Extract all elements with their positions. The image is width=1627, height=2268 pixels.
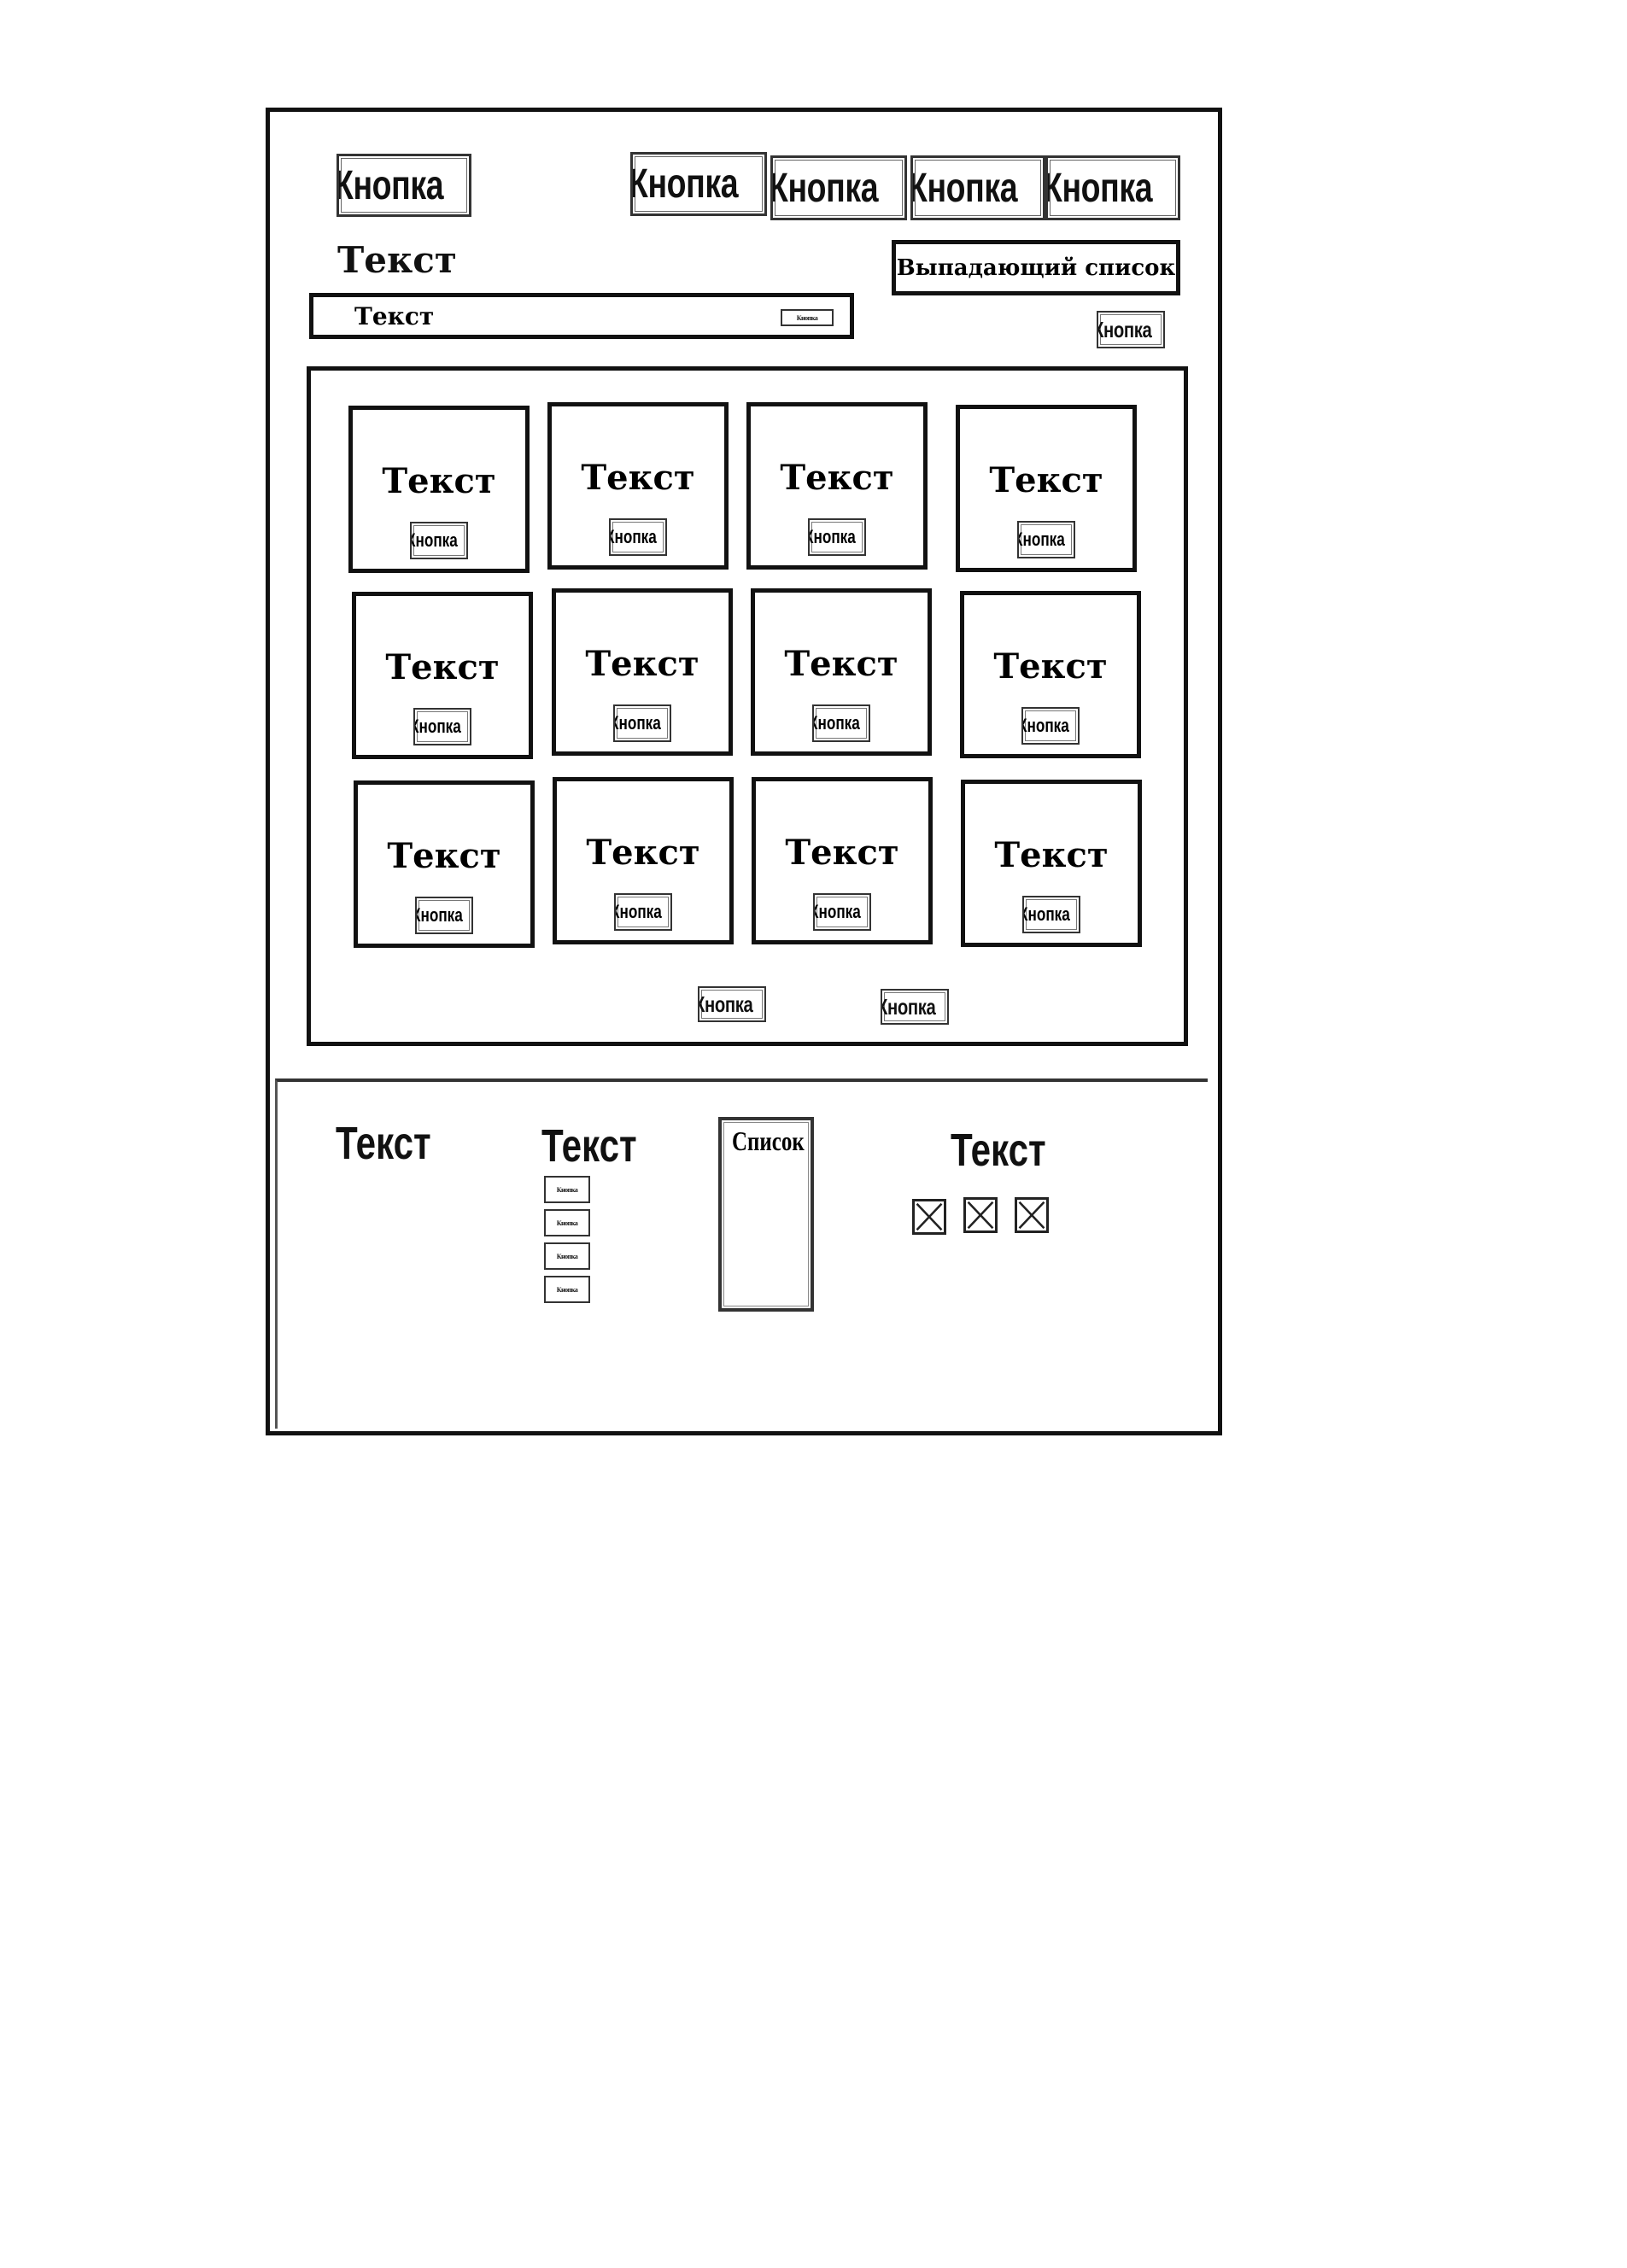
card-button[interactable]: Кнопка (614, 893, 672, 931)
card-title: Текст (387, 836, 501, 876)
pager-button-next-label: Кнопка (881, 993, 936, 1020)
footer-small-button-3-label: Кнопка (556, 1252, 578, 1260)
card-11[interactable]: Текст Кнопка (752, 777, 933, 944)
footer-small-button-1[interactable]: Кнопка (544, 1176, 590, 1203)
card-button-label: Кнопка (808, 526, 856, 547)
header-left-button[interactable]: Кнопка (337, 154, 471, 217)
card-3[interactable]: Текст Кнопка (746, 402, 928, 570)
card-button-label: Кнопка (609, 526, 657, 547)
checkbox-3[interactable] (1015, 1197, 1049, 1233)
pager-button-next[interactable]: Кнопка (881, 989, 949, 1025)
card-button-label: Кнопка (813, 901, 861, 922)
dropdown-select[interactable]: Выпадающий список (892, 240, 1180, 295)
search-button[interactable]: Кнопка (781, 309, 834, 326)
card-button-label: Кнопка (613, 712, 661, 734)
card-title: Текст (581, 458, 695, 498)
card-title: Текст (385, 647, 500, 687)
nav-button-1-label: Кнопка (630, 161, 739, 207)
card-button[interactable]: Кнопка (813, 893, 871, 931)
footer-small-button-4-label: Кнопка (556, 1285, 578, 1294)
card-button[interactable]: Кнопка (1022, 896, 1080, 933)
card-button[interactable]: Кнопка (613, 704, 671, 742)
card-title: Текст (994, 835, 1109, 875)
card-button-label: Кнопка (812, 712, 860, 734)
card-title: Текст (585, 644, 699, 684)
card-button[interactable]: Кнопка (1017, 521, 1075, 558)
card-10[interactable]: Текст Кнопка (553, 777, 734, 944)
cross-icon (916, 1202, 943, 1231)
nav-button-3[interactable]: Кнопка (910, 155, 1045, 220)
card-button-label: Кнопка (413, 716, 461, 737)
nav-button-2-label: Кнопка (770, 165, 879, 211)
footer-small-button-2[interactable]: Кнопка (544, 1209, 590, 1236)
footer-small-button-2-label: Кнопка (556, 1219, 578, 1227)
cross-icon (967, 1201, 994, 1230)
card-button[interactable]: Кнопка (808, 518, 866, 556)
search-bar[interactable]: Текст Кнопка (309, 293, 854, 339)
footer-small-button-3[interactable]: Кнопка (544, 1242, 590, 1270)
dropdown-select-label: Выпадающий список (896, 254, 1176, 281)
card-button[interactable]: Кнопка (609, 518, 667, 556)
nav-button-3-label: Кнопка (910, 165, 1018, 211)
card-button-label: Кнопка (415, 904, 463, 926)
search-bar-text: Текст (354, 302, 435, 330)
nav-button-4-label: Кнопка (1045, 165, 1153, 211)
card-title: Текст (382, 461, 496, 501)
cross-icon (1018, 1201, 1045, 1230)
side-button-label: Кнопка (1097, 316, 1152, 342)
footer-list-label: Список (732, 1125, 805, 1156)
card-8[interactable]: Текст Кнопка (960, 591, 1141, 758)
card-button[interactable]: Кнопка (410, 522, 468, 559)
card-button-label: Кнопка (614, 901, 662, 922)
footer-small-button-4[interactable]: Кнопка (544, 1276, 590, 1303)
card-button[interactable]: Кнопка (413, 708, 471, 745)
nav-button-1[interactable]: Кнопка (630, 152, 767, 216)
card-4[interactable]: Текст Кнопка (956, 405, 1137, 572)
card-title: Текст (780, 458, 894, 498)
card-9[interactable]: Текст Кнопка (354, 780, 535, 948)
card-6[interactable]: Текст Кнопка (552, 588, 733, 756)
footer-list[interactable]: Список (718, 1117, 814, 1312)
header-left-button-label: Кнопка (337, 162, 444, 208)
footer-text-2: Текст (541, 1120, 637, 1172)
checkbox-2[interactable] (963, 1197, 998, 1233)
card-1[interactable]: Текст Кнопка (348, 406, 530, 573)
card-button[interactable]: Кнопка (1021, 707, 1080, 745)
card-button-label: Кнопка (1021, 715, 1069, 736)
card-button[interactable]: Кнопка (415, 897, 473, 934)
footer-small-button-1-label: Кнопка (556, 1185, 578, 1194)
card-title: Текст (993, 646, 1108, 687)
card-title: Текст (784, 644, 898, 684)
search-button-label: Кнопка (796, 313, 818, 322)
card-title: Текст (989, 460, 1103, 500)
footer-text-1: Текст (336, 1118, 431, 1169)
pager-button-prev[interactable]: Кнопка (698, 986, 766, 1022)
checkbox-1[interactable] (912, 1199, 946, 1235)
card-button-label: Кнопка (1017, 529, 1065, 550)
card-7[interactable]: Текст Кнопка (751, 588, 932, 756)
pager-button-prev-label: Кнопка (698, 991, 753, 1017)
nav-button-2[interactable]: Кнопка (770, 155, 907, 220)
card-button[interactable]: Кнопка (812, 704, 870, 742)
card-2[interactable]: Текст Кнопка (547, 402, 729, 570)
header-title: Текст (337, 239, 457, 281)
footer-text-3: Текст (951, 1125, 1046, 1176)
card-title: Текст (785, 833, 899, 873)
card-title: Текст (586, 833, 700, 873)
side-button[interactable]: Кнопка (1097, 311, 1165, 348)
nav-button-4[interactable]: Кнопка (1045, 155, 1180, 220)
card-button-label: Кнопка (1022, 903, 1070, 925)
card-button-label: Кнопка (410, 529, 458, 551)
card-12[interactable]: Текст Кнопка (961, 780, 1142, 947)
card-5[interactable]: Текст Кнопка (352, 592, 533, 759)
